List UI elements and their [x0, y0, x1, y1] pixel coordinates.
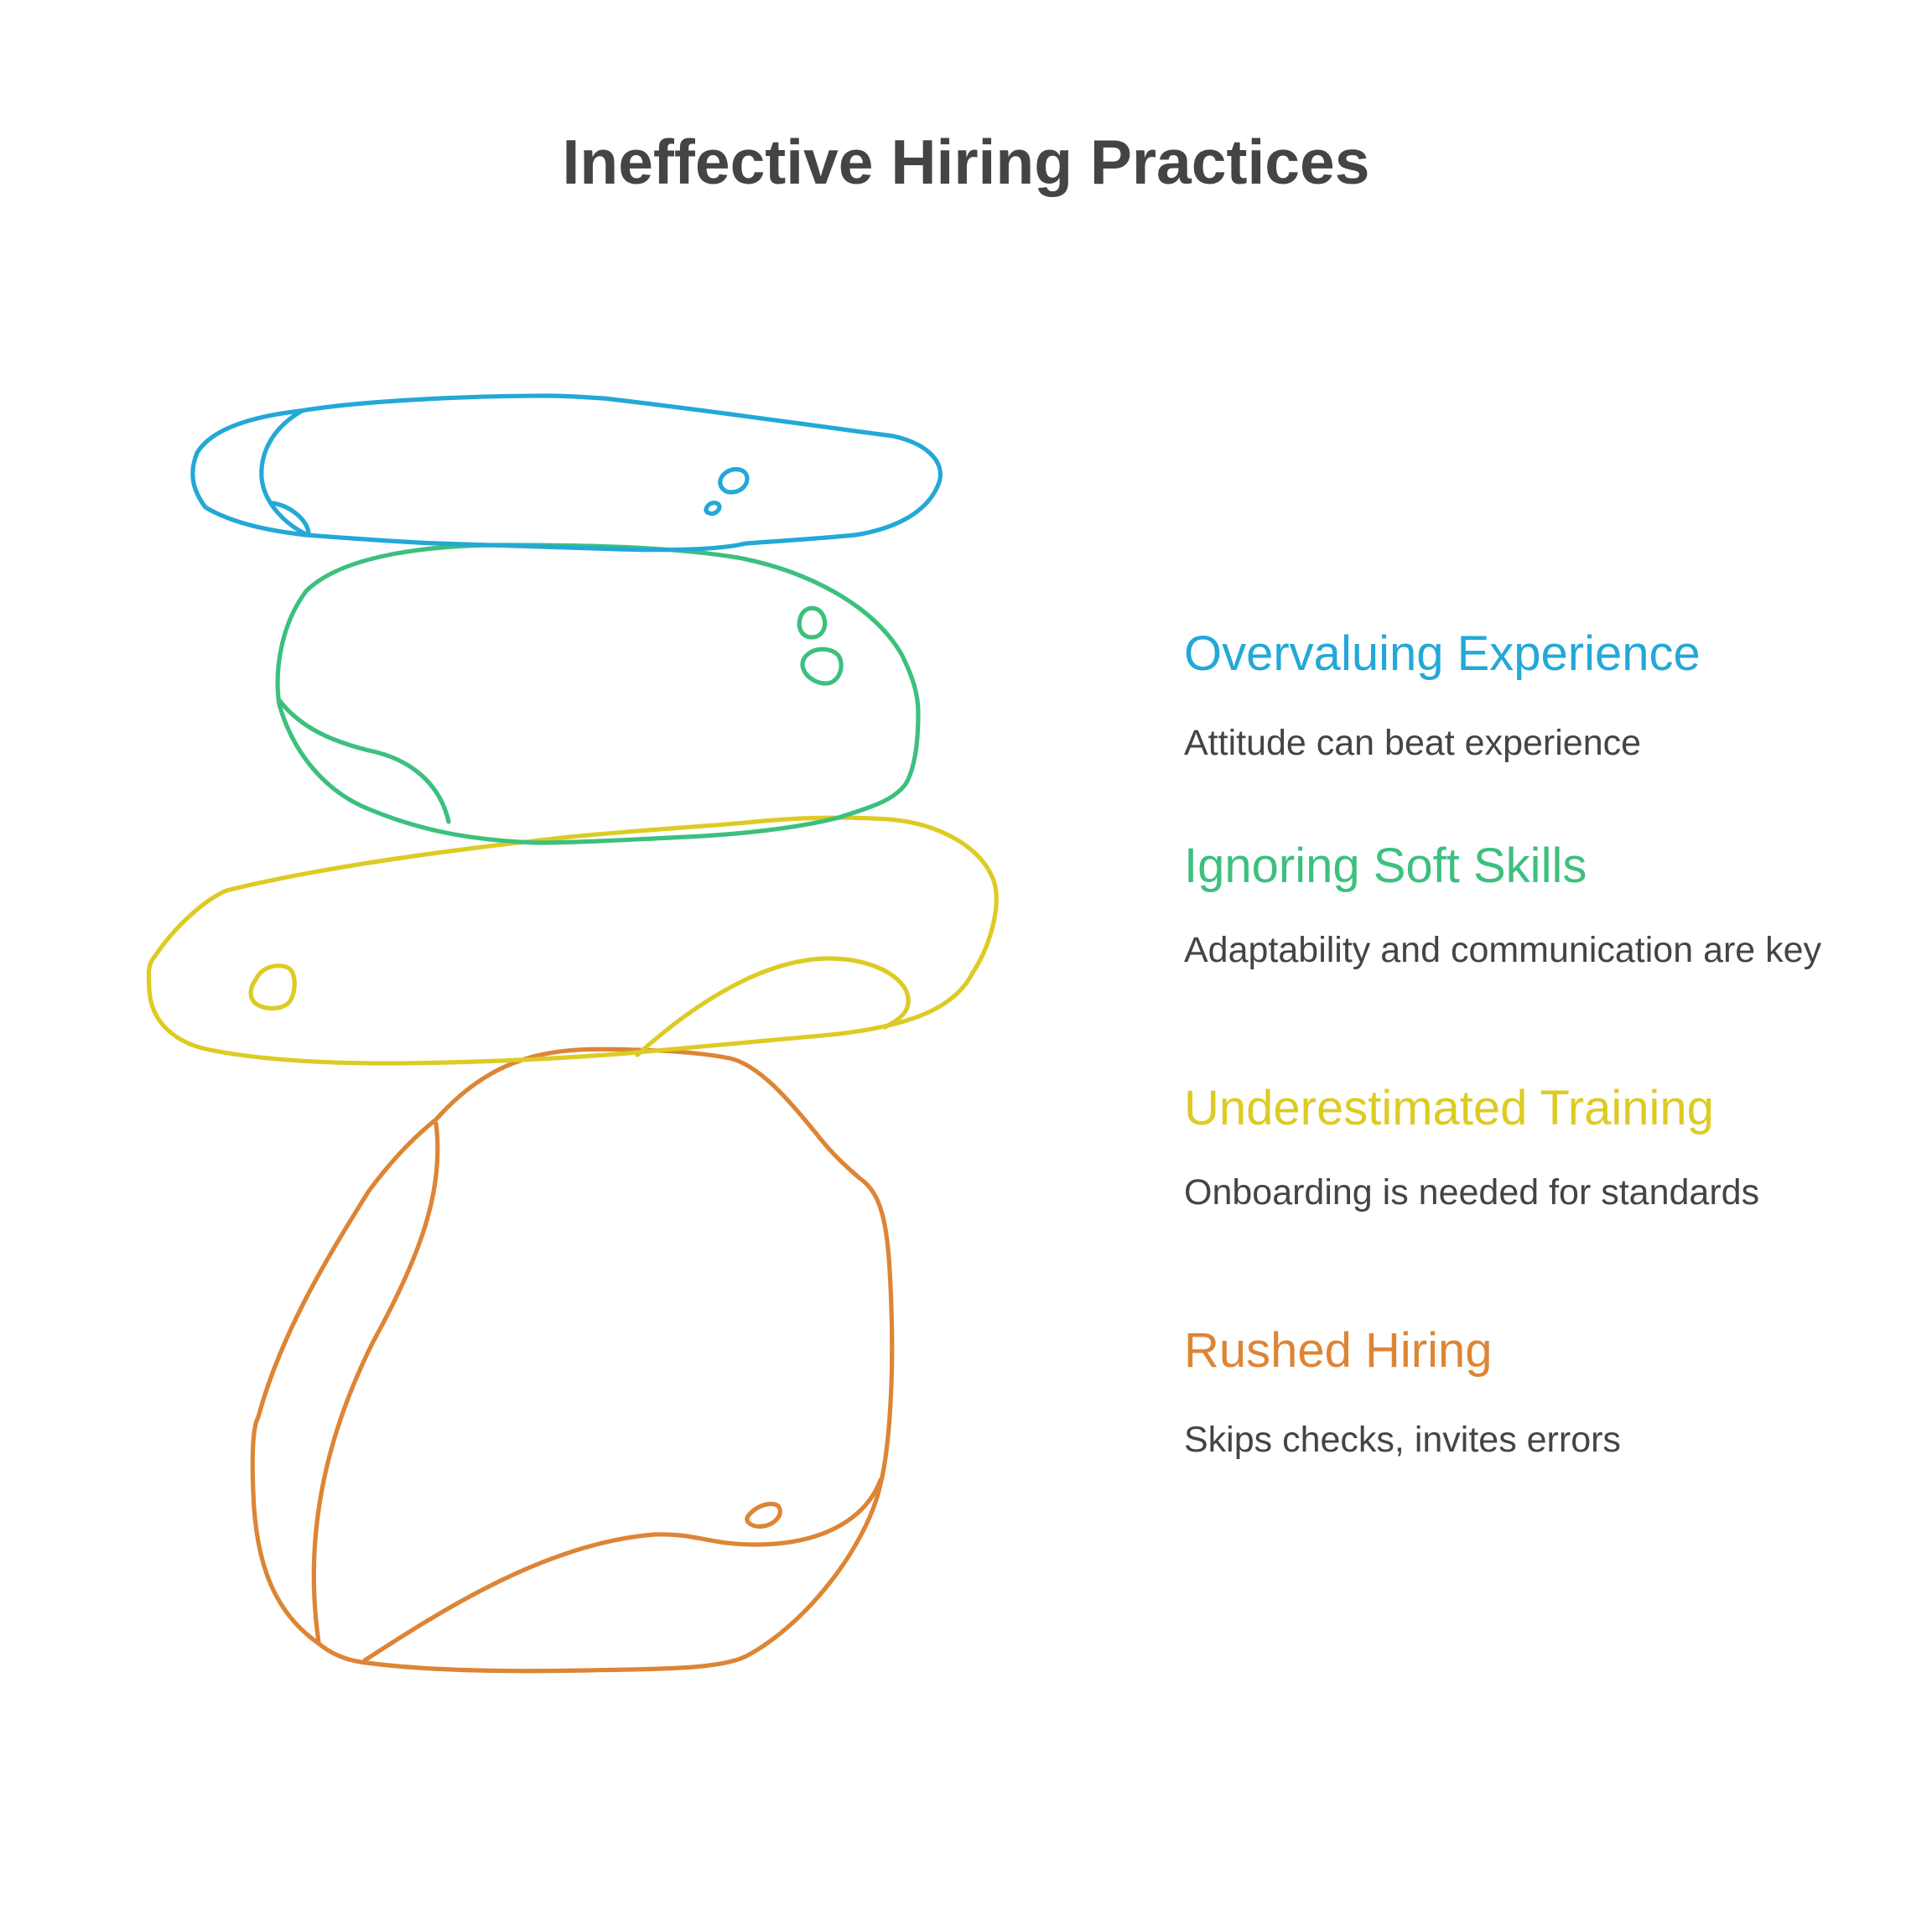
orange-stone-bottom-ridge: [362, 1478, 883, 1663]
item-title: Underestimated Training: [1184, 1081, 1714, 1135]
flat-blue-stone-icon: [190, 393, 943, 553]
wide-yellow-stone-icon: [146, 815, 999, 1066]
green-stone-pebble-mark-small: [797, 605, 828, 640]
item-title: Overvaluing Experience: [1184, 626, 1701, 681]
page-title: Ineffective Hiring Practices: [562, 127, 1370, 197]
item-description: Onboarding is needed for standards: [1184, 1172, 1760, 1213]
orange-stone-outline: [250, 1046, 895, 1674]
yellow-stone-ridge: [635, 956, 911, 1057]
yellow-stone-pebble-mark: [248, 963, 297, 1010]
item-underestimated-training: Underestimated Training Onboarding is ne…: [1184, 1079, 1838, 1215]
item-description: Adaptability and communication are key: [1184, 930, 1822, 970]
item-title: Rushed Hiring: [1184, 1323, 1493, 1378]
item-description: Attitude can beat experience: [1184, 723, 1642, 763]
large-orange-stone-icon: [250, 1046, 895, 1674]
item-ignoring-soft-skills: Ignoring Soft Skills Adaptability and co…: [1184, 837, 1838, 973]
green-stone-pebble-mark-large: [800, 647, 844, 686]
item-description: Skips checks, invites errors: [1184, 1420, 1621, 1460]
blue-stone-outline: [190, 393, 943, 553]
orange-stone-left-ridge: [311, 1121, 440, 1644]
orange-stone-pebble-mark: [745, 1501, 782, 1529]
blue-stone-pebble-mark-large: [718, 467, 750, 495]
yellow-stone-outline: [146, 815, 999, 1066]
round-green-stone-icon: [275, 543, 921, 845]
green-stone-outline: [275, 543, 921, 845]
item-overvaluing-experience: Overvaluing Experience Attitude can beat…: [1184, 625, 1838, 766]
item-rushed-hiring: Rushed Hiring Skips checks, invites erro…: [1184, 1322, 1838, 1462]
blue-stone-ridge-small: [270, 501, 311, 535]
blue-stone-pebble-mark-small: [704, 501, 722, 517]
green-stone-ridge: [277, 698, 451, 824]
blue-stone-ridge: [259, 408, 309, 537]
item-title: Ignoring Soft Skills: [1184, 839, 1587, 893]
